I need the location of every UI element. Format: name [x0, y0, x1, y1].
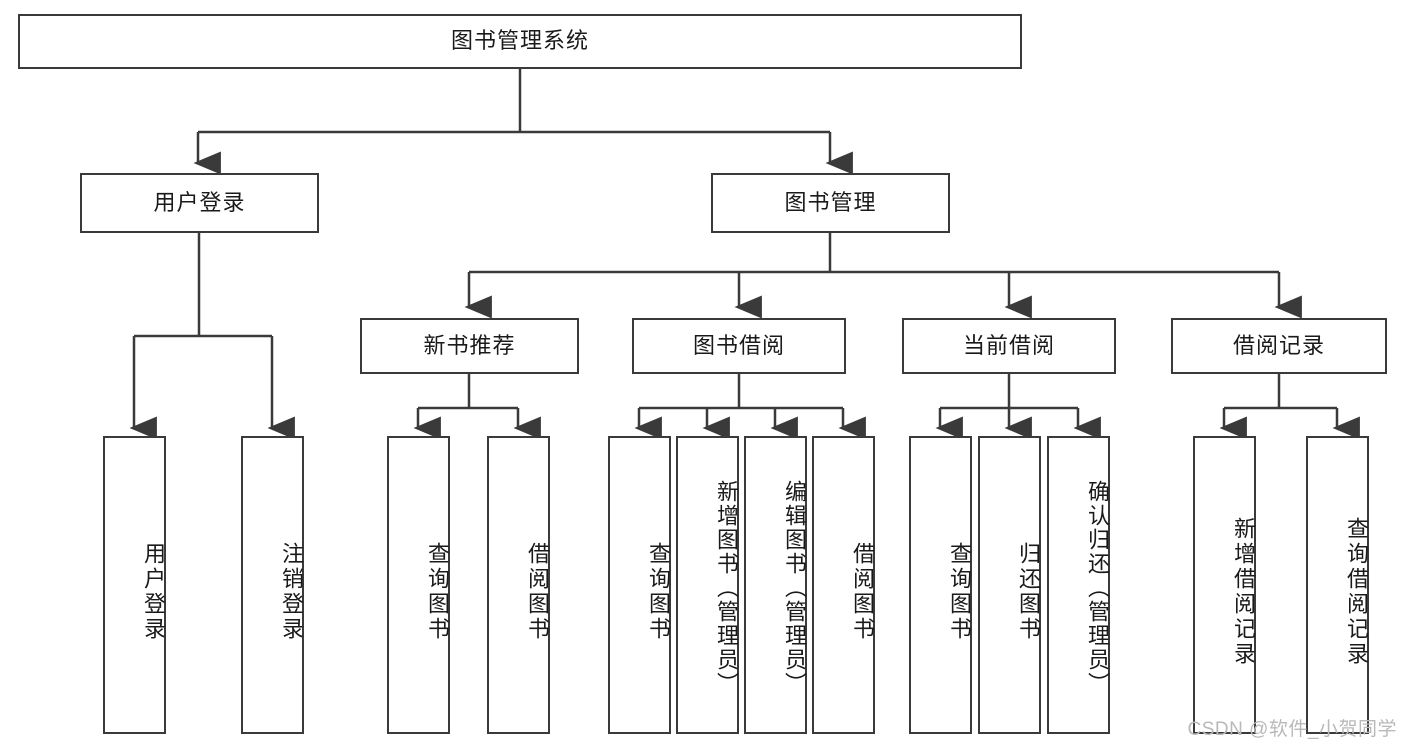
- leaf-current-confirm-return-admin[interactable]: 确认归还（管理员）: [1047, 436, 1110, 734]
- leaf-borrow-query-book-label: 查询图书: [646, 542, 671, 642]
- node-book-management-label: 图书管理: [784, 189, 877, 215]
- leaf-recommend-query-book[interactable]: 查询图书: [387, 436, 450, 734]
- node-book-management[interactable]: 图书管理: [711, 173, 950, 233]
- leaf-borrow-query-book[interactable]: 查询图书: [608, 436, 671, 734]
- node-user-login[interactable]: 用户登录: [80, 173, 319, 233]
- leaf-borrow-edit-book-admin[interactable]: 编辑图书（管理员）: [744, 436, 807, 734]
- leaf-current-return-book[interactable]: 归还图书: [978, 436, 1041, 734]
- leaf-user-login-login-label: 用户登录: [141, 542, 166, 642]
- leaf-user-login-logout[interactable]: 注销登录: [241, 436, 304, 734]
- leaf-recommend-borrow-book[interactable]: 借阅图书: [487, 436, 550, 734]
- leaf-user-login-login[interactable]: 用户登录: [103, 436, 166, 734]
- leaf-borrow-borrow-book[interactable]: 借阅图书: [812, 436, 875, 734]
- node-root-label: 图书管理系统: [450, 28, 589, 54]
- leaf-borrow-add-book-admin[interactable]: 新增图书（管理员）: [676, 436, 739, 734]
- leaf-borrow-edit-book-admin-label: 编辑图书（管理员）: [782, 480, 807, 696]
- leaf-current-confirm-return-admin-label: 确认归还（管理员）: [1085, 480, 1110, 696]
- node-user-login-label: 用户登录: [153, 189, 246, 215]
- node-book-borrow-label: 图书借阅: [692, 332, 785, 358]
- node-borrow-record[interactable]: 借阅记录: [1171, 318, 1387, 374]
- node-current-borrow[interactable]: 当前借阅: [902, 318, 1116, 374]
- leaf-borrow-add-book-admin-label: 新增图书（管理员）: [714, 480, 739, 696]
- watermark-text: CSDN @软件_小贺同学: [1187, 719, 1397, 740]
- leaf-current-query-book-label: 查询图书: [947, 542, 972, 642]
- node-book-borrow[interactable]: 图书借阅: [632, 318, 846, 374]
- leaf-record-query-record[interactable]: 查询借阅记录: [1306, 436, 1369, 734]
- leaf-current-query-book[interactable]: 查询图书: [909, 436, 972, 734]
- leaf-record-query-record-label: 查询借阅记录: [1344, 517, 1369, 667]
- leaf-recommend-query-book-label: 查询图书: [425, 542, 450, 642]
- leaf-user-login-logout-label: 注销登录: [279, 542, 304, 642]
- node-root[interactable]: 图书管理系统: [18, 14, 1022, 69]
- leaf-record-add-record[interactable]: 新增借阅记录: [1193, 436, 1256, 734]
- node-new-book-recommend[interactable]: 新书推荐: [360, 318, 579, 374]
- leaf-borrow-borrow-book-label: 借阅图书: [850, 542, 875, 642]
- node-borrow-record-label: 借阅记录: [1232, 332, 1325, 358]
- leaf-current-return-book-label: 归还图书: [1016, 542, 1041, 642]
- leaf-recommend-borrow-book-label: 借阅图书: [525, 542, 550, 642]
- leaf-record-add-record-label: 新增借阅记录: [1231, 517, 1256, 667]
- node-new-book-recommend-label: 新书推荐: [423, 332, 516, 358]
- node-current-borrow-label: 当前借阅: [962, 332, 1055, 358]
